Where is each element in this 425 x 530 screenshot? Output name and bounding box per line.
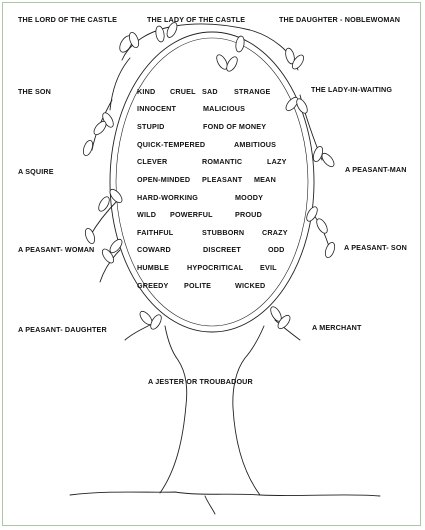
adjective: EVIL xyxy=(260,263,277,272)
leaf-icon xyxy=(82,22,336,330)
adjective: WICKED xyxy=(235,281,266,290)
role-label: A JESTER OR TROUBADOUR xyxy=(148,377,253,386)
adjective: CRAZY xyxy=(262,228,288,237)
role-label: THE LADY OF THE CASTLE xyxy=(147,15,246,24)
adjective: COWARD xyxy=(137,245,171,254)
adjective: PLEASANT xyxy=(202,175,243,184)
adjective: CRUEL xyxy=(170,87,196,96)
adjective: STRANGE xyxy=(234,87,271,96)
adjective: STUPID xyxy=(137,122,165,131)
adjective: MALICIOUS xyxy=(203,104,246,113)
adjective: INNOCENT xyxy=(137,104,177,113)
adjective: AMBITIOUS xyxy=(234,140,277,149)
role-label: THE LORD OF THE CASTLE xyxy=(18,15,118,24)
adjective: STUBBORN xyxy=(202,228,245,237)
adjective: SAD xyxy=(202,87,218,96)
role-label: THE SON xyxy=(18,87,51,96)
role-label: A PEASANT- WOMAN xyxy=(18,245,95,254)
adjective: MEAN xyxy=(254,175,276,184)
adjective: POWERFUL xyxy=(170,210,213,219)
page-border xyxy=(2,2,421,526)
adjective: PROUD xyxy=(235,210,262,219)
role-label: A SQUIRE xyxy=(18,167,54,176)
tree-crown-outline xyxy=(109,31,315,333)
adjective: LAZY xyxy=(267,157,287,166)
adjective: HYPOCRITICAL xyxy=(187,263,244,272)
adjective: POLITE xyxy=(184,281,212,290)
adjective: HUMBLE xyxy=(137,263,169,272)
role-label: THE LADY-IN-WAITING xyxy=(311,85,393,94)
adjective: DISCREET xyxy=(203,245,241,254)
role-label: A PEASANT-MAN xyxy=(345,165,407,174)
adjective: CLEVER xyxy=(137,157,168,166)
adjective: FAITHFUL xyxy=(137,228,174,237)
role-label: A PEASANT- SON xyxy=(344,243,407,252)
adjective: MOODY xyxy=(235,193,264,202)
adjective: GREEDY xyxy=(137,281,169,290)
adjective: ROMANTIC xyxy=(202,157,243,166)
adjective: WILD xyxy=(137,210,157,219)
adjective: HARD-WORKING xyxy=(137,193,199,202)
adjective: KIND xyxy=(137,87,156,96)
role-label: A PEASANT- DAUGHTER xyxy=(18,325,107,334)
role-label: A MERCHANT xyxy=(312,323,362,332)
adjective: QUICK-TEMPERED xyxy=(137,140,206,149)
adjective: OPEN-MINDED xyxy=(137,175,191,184)
adjective: FOND OF MONEY xyxy=(203,122,267,131)
role-label: THE DAUGHTER - NOBLEWOMAN xyxy=(279,15,401,24)
adjective: ODD xyxy=(268,245,285,254)
